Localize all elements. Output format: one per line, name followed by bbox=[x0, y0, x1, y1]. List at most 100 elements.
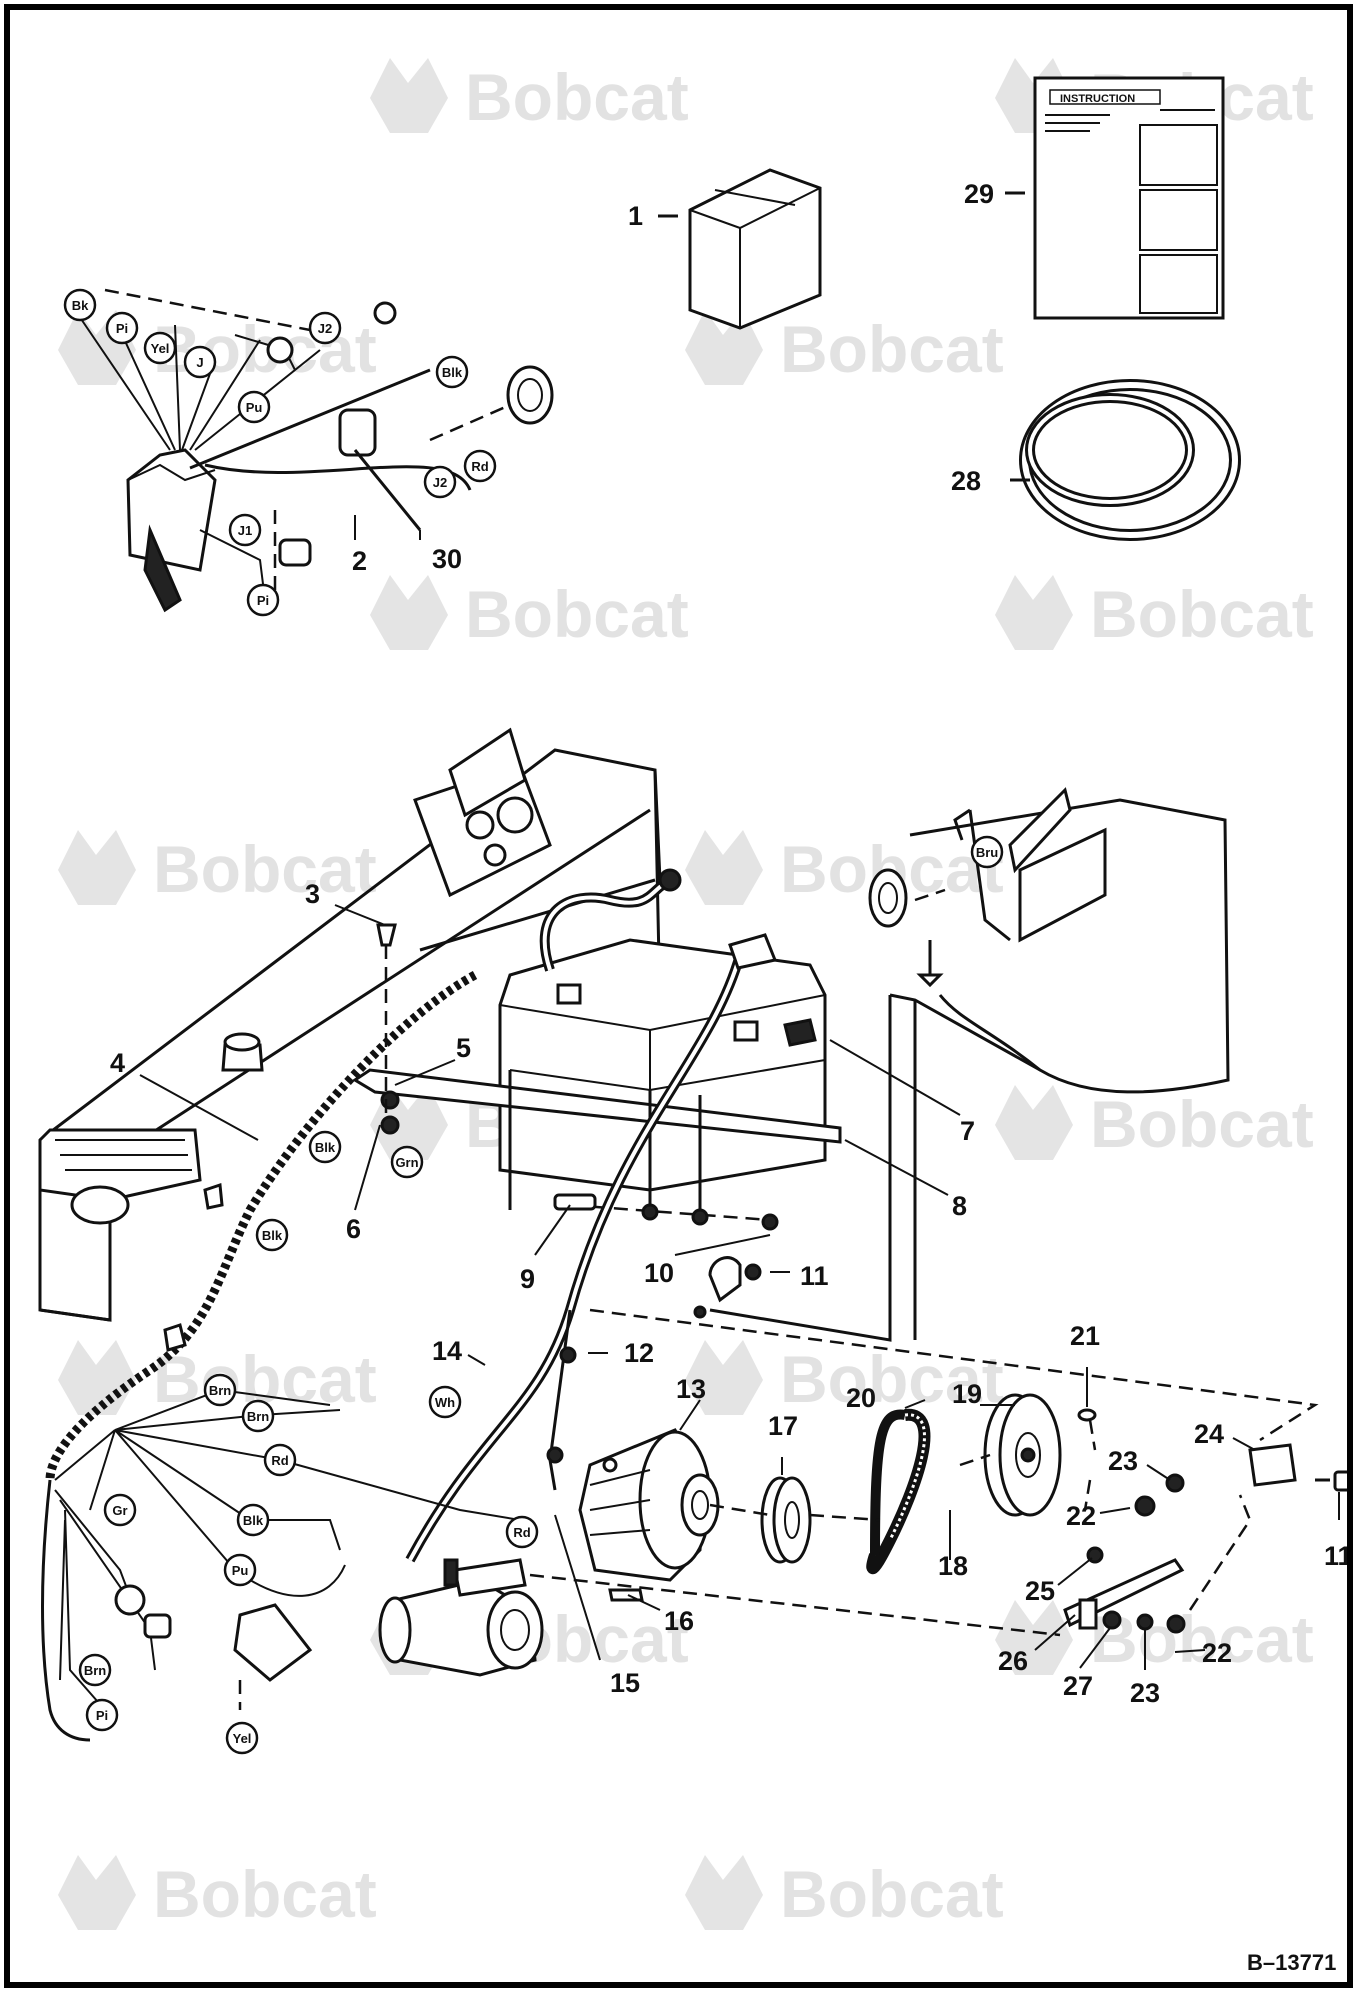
exploded-parts-diagram: Bobcat Bobcat Bobcat Bobcat Bobcat Bobca… bbox=[38, 58, 1347, 1975]
watermark-text: Bobcat bbox=[153, 832, 377, 906]
part-battery-cables bbox=[405, 868, 778, 1563]
callout-6: 6 bbox=[346, 1214, 361, 1244]
main-chassis bbox=[38, 748, 1230, 1342]
callout-5: 5 bbox=[456, 1033, 471, 1063]
parts-diagram-sheet: Bobcat Bobcat Bobcat Bobcat Bobcat Bobca… bbox=[4, 4, 1353, 1988]
watermark-text: Bobcat bbox=[153, 312, 377, 386]
decal-title: INSTRUCTION bbox=[1060, 93, 1135, 105]
wire-tag-circle: Gr bbox=[103, 1493, 137, 1527]
watermark-text: Bobcat bbox=[780, 312, 1004, 386]
callout-23-b: 23 bbox=[1130, 1678, 1160, 1708]
callout-27: 27 bbox=[1063, 1671, 1093, 1701]
part-instruction-decal: INSTRUCTION bbox=[1033, 76, 1225, 320]
wire-tag-circle: Pu bbox=[237, 390, 271, 424]
callout-11-b: 11 bbox=[1324, 1541, 1347, 1571]
callout-19: 19 bbox=[952, 1379, 982, 1409]
part-adjustment-bracket bbox=[1063, 1443, 1347, 1630]
bobcat-logo-icon bbox=[58, 1855, 136, 1930]
watermark-text: Bobcat bbox=[780, 1342, 1004, 1416]
watermark-text: Bobcat bbox=[153, 1857, 377, 1931]
callout-23: 23 bbox=[1108, 1446, 1138, 1476]
wire-tag-circle: Rd bbox=[463, 449, 497, 483]
wire-tag-label: Yel bbox=[233, 1731, 252, 1746]
wire-tag-label: Blk bbox=[262, 1228, 283, 1243]
wire-tag-circle: Rd bbox=[263, 1443, 297, 1477]
wire-tag-label: Pi bbox=[257, 593, 269, 608]
part-starter bbox=[378, 1558, 544, 1677]
part-drive-belt bbox=[866, 1408, 931, 1575]
callout-17: 17 bbox=[768, 1411, 798, 1441]
wire-tag-circle: J1 bbox=[228, 513, 262, 547]
bobcat-logo-icon bbox=[370, 58, 448, 133]
bobcat-logo-icon bbox=[685, 830, 763, 905]
callout-22-b: 22 bbox=[1202, 1638, 1232, 1668]
part-right-relay bbox=[868, 787, 1107, 988]
wire-tag-label: Blk bbox=[442, 365, 463, 380]
wire-tag-circle: Brn bbox=[241, 1399, 275, 1433]
callout-12: 12 bbox=[624, 1338, 654, 1368]
callout-24: 24 bbox=[1194, 1419, 1224, 1449]
wire-tag-label: J bbox=[196, 355, 203, 370]
wire-tag-label: Pu bbox=[232, 1563, 249, 1578]
wire-tag-circle: Bru bbox=[970, 835, 1004, 869]
wire-tag-circle: Blk bbox=[308, 1130, 342, 1164]
bobcat-logo-icon bbox=[58, 830, 136, 905]
callout-3: 3 bbox=[305, 879, 320, 909]
callout-22: 22 bbox=[1066, 1501, 1096, 1531]
callout-14: 14 bbox=[432, 1336, 462, 1366]
watermark-text: Bobcat bbox=[465, 577, 689, 651]
wire-tag-circle: Brn bbox=[203, 1373, 237, 1407]
callout-20: 20 bbox=[846, 1383, 876, 1413]
wire-tag-circle: J2 bbox=[308, 311, 342, 345]
callout-numbers: 1 2 3 4 5 6 7 8 9 10 11 11 12 13 14 15 1… bbox=[110, 179, 1347, 1708]
assembly-lines bbox=[384, 945, 1319, 1637]
callout-25: 25 bbox=[1025, 1576, 1055, 1606]
wire-tag-label: Yel bbox=[151, 341, 170, 356]
wire-tag-circle: Pi bbox=[85, 1698, 119, 1732]
part-front-harness bbox=[74, 288, 554, 613]
part-engine-pulley bbox=[983, 1393, 1062, 1517]
part-alternator-pulley bbox=[760, 1476, 812, 1564]
callout-2: 2 bbox=[352, 546, 367, 576]
wire-tags: Bk Pi Yel J Pu J2 Blk Rd J2 J1 Pi Bru Bl… bbox=[63, 288, 1004, 1755]
callout-10: 10 bbox=[644, 1258, 674, 1288]
wire-tag-circle: Yel bbox=[143, 331, 177, 365]
callout-leaders bbox=[139, 191, 1340, 1670]
wire-tag-label: Rd bbox=[513, 1525, 530, 1540]
watermark-text: Bobcat bbox=[1090, 1602, 1314, 1676]
wire-tag-circle: Yel bbox=[225, 1721, 259, 1755]
part-alternator bbox=[578, 1428, 720, 1582]
watermark-text: Bobcat bbox=[465, 60, 689, 134]
part-battery bbox=[498, 938, 827, 1192]
callout-29: 29 bbox=[964, 179, 994, 209]
wire-tag-circle: Grn bbox=[390, 1145, 424, 1179]
wire-tag-label: Wh bbox=[435, 1395, 455, 1410]
bobcat-logo-icon bbox=[995, 1600, 1073, 1675]
wire-tag-circle: Blk bbox=[236, 1503, 270, 1537]
callout-16: 16 bbox=[664, 1606, 694, 1636]
callout-7: 7 bbox=[960, 1116, 975, 1146]
wire-tag-label: Pi bbox=[116, 321, 128, 336]
bobcat-logo-icon bbox=[685, 1340, 763, 1415]
wire-tag-circle: Pi bbox=[246, 583, 280, 617]
wire-tag-label: Bru bbox=[976, 845, 998, 860]
wire-tag-circle: Bk bbox=[63, 288, 97, 322]
callout-28: 28 bbox=[951, 466, 981, 496]
figure-reference: B–13771 bbox=[1247, 1950, 1336, 1975]
watermark-text: Bobcat bbox=[780, 1857, 1004, 1931]
wire-tag-label: Grn bbox=[395, 1155, 418, 1170]
callout-15: 15 bbox=[610, 1668, 640, 1698]
callout-11: 11 bbox=[800, 1261, 829, 1291]
bobcat-logo-icon bbox=[370, 575, 448, 650]
wire-tag-label: Rd bbox=[471, 459, 488, 474]
bobcat-logo-icon bbox=[995, 1085, 1073, 1160]
bobcat-logo-icon bbox=[685, 1855, 763, 1930]
bobcat-logo-icon bbox=[58, 1340, 136, 1415]
callout-4: 4 bbox=[110, 1048, 125, 1078]
wire-tag-circle: Pi bbox=[105, 311, 139, 345]
wire-tag-label: Gr bbox=[112, 1503, 127, 1518]
callout-8: 8 bbox=[952, 1191, 967, 1221]
wire-tag-circle: Blk bbox=[255, 1218, 289, 1252]
wire-tag-label: Pi bbox=[96, 1708, 108, 1723]
wire-tag-circle: Blk bbox=[435, 355, 469, 389]
